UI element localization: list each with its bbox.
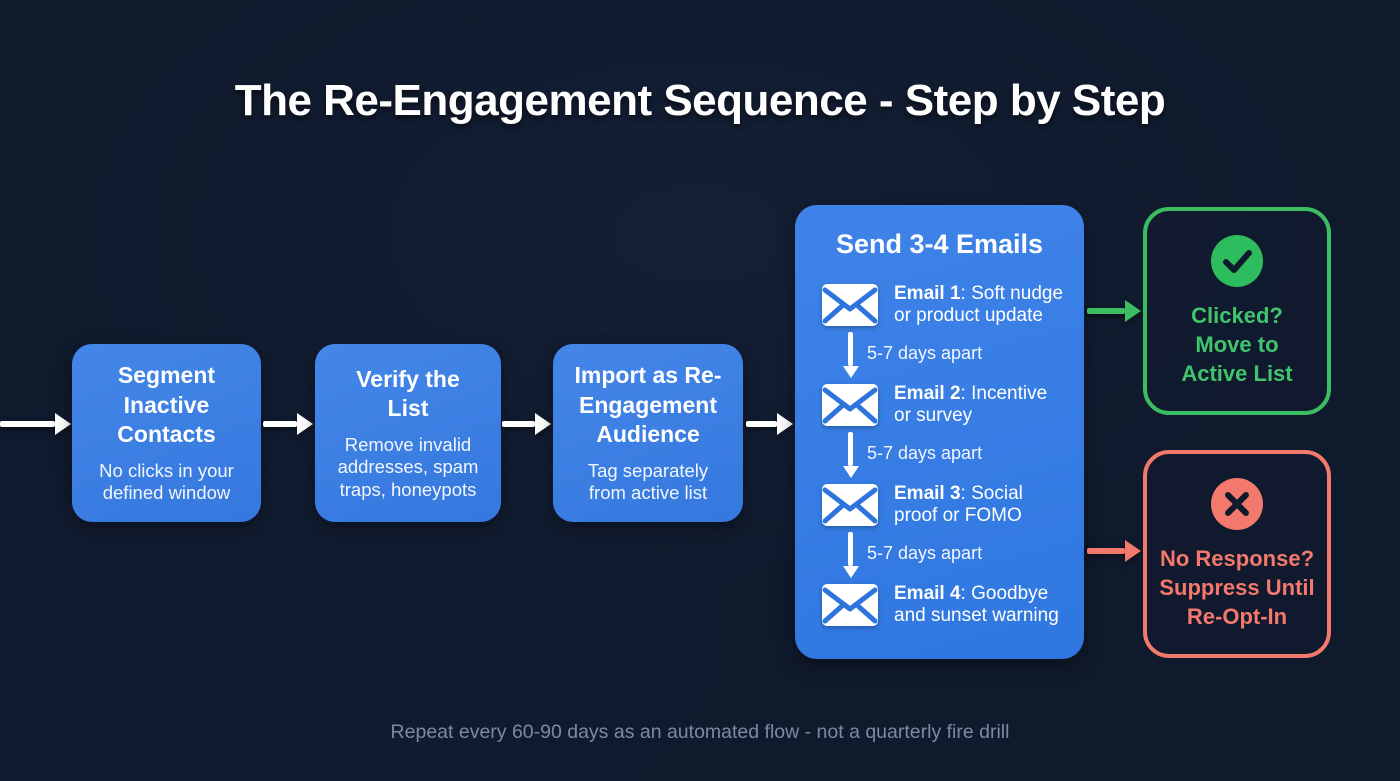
down-arrow-icon [840, 332, 861, 378]
gap-label-1: 5-7 days apart [867, 343, 983, 363]
arrow-head [842, 566, 859, 578]
step-subtext: Tag separately from active list [587, 459, 709, 504]
arrow-head [55, 413, 71, 435]
email-row-2: Email 2: Incentive or survey [821, 380, 1083, 430]
x-circle-icon [1211, 477, 1263, 530]
failure-arrow-icon [1087, 540, 1141, 562]
email-4-description: : Goodbye and sunset warning [894, 582, 1059, 626]
success-arrow-icon [1087, 300, 1141, 322]
email-1-label: Email 1 [894, 282, 961, 304]
step-box-import-audience: Import as Re-Engagement Audience Tag sep… [553, 344, 743, 522]
down-arrow-icon [840, 432, 861, 478]
email-3-description: : Social proof or FOMO [894, 482, 1023, 526]
step-box-verify-the-list: Verify the List Remove invalid addresses… [315, 344, 501, 522]
email-4-label: Email 4 [894, 582, 961, 604]
step-heading: Import as Re-Engagement Audience [574, 362, 722, 448]
arrow-shaft [746, 421, 777, 427]
arrow-head [1125, 540, 1141, 562]
outcome-clicked-text: Clicked? Move to Active List [1181, 302, 1293, 387]
step-subtext: No clicks in your defined window [99, 459, 234, 504]
email-3-label: Email 3 [894, 482, 961, 504]
email-1-description: : Soft nudge or product update [894, 282, 1064, 326]
footer-note: Repeat every 60-90 days as an automated … [390, 721, 1010, 743]
step-box-segment-inactive-contacts: Segment Inactive Contacts No clicks in y… [72, 344, 261, 522]
arrow-head [777, 413, 793, 435]
email-row-4: Email 4: Goodbye and sunset warning [821, 580, 1083, 630]
gap-label-3: 5-7 days apart [867, 543, 983, 563]
page-title: The Re-Engagement Sequence - Step by Ste… [234, 76, 1166, 125]
flow-arrow-enter-icon [0, 413, 71, 435]
gap-label-2: 5-7 days apart [867, 443, 983, 463]
arrow-shaft [848, 532, 853, 566]
flow-arrow-3-icon [746, 413, 793, 435]
envelope-icon [822, 284, 878, 326]
step-heading: Segment Inactive Contacts [117, 362, 216, 448]
arrow-shaft [848, 332, 853, 366]
arrow-shaft [848, 432, 853, 466]
email-2-label: Email 2 [894, 382, 961, 404]
email-box-title: Send 3-4 Emails [835, 229, 1044, 259]
outcome-box-no-response: No Response? Suppress Until Re-Opt-In [1143, 450, 1331, 658]
step-heading: Verify the List [356, 365, 460, 422]
arrow-shaft [1087, 548, 1125, 554]
arrow-shaft [263, 421, 297, 427]
arrow-head [535, 413, 551, 435]
envelope-icon [822, 584, 878, 626]
email-row-1: Email 1: Soft nudge or product update [821, 280, 1083, 330]
email-4-text: Email 4: Goodbye and sunset warning [894, 583, 1064, 628]
outcome-no-response-text: No Response? Suppress Until Re-Opt-In [1159, 545, 1315, 630]
envelope-icon [822, 484, 878, 526]
arrow-shaft [0, 421, 55, 427]
flow-arrow-1-icon [263, 413, 313, 435]
email-row-3: Email 3: Social proof or FOMO [821, 480, 1083, 530]
email-1-text: Email 1: Soft nudge or product update [894, 283, 1064, 328]
email-3-text: Email 3: Social proof or FOMO [894, 483, 1064, 528]
email-2-text: Email 2: Incentive or survey [894, 383, 1064, 428]
arrow-head [297, 413, 313, 435]
flow-arrow-2-icon [502, 413, 551, 435]
envelope-icon [822, 384, 878, 426]
down-arrow-icon [840, 532, 861, 578]
step-subtext: Remove invalid addresses, spam traps, ho… [337, 433, 479, 500]
arrow-head [842, 366, 859, 378]
email-2-description: : Incentive or survey [894, 382, 1048, 426]
arrow-shaft [502, 421, 535, 427]
check-circle-icon [1211, 234, 1263, 287]
arrow-head [842, 466, 859, 478]
arrow-head [1125, 300, 1141, 322]
outcome-box-clicked: Clicked? Move to Active List [1143, 207, 1331, 415]
email-sequence-box: Send 3-4 Emails Email 1: Soft nudge or p… [795, 205, 1084, 659]
arrow-shaft [1087, 308, 1125, 314]
